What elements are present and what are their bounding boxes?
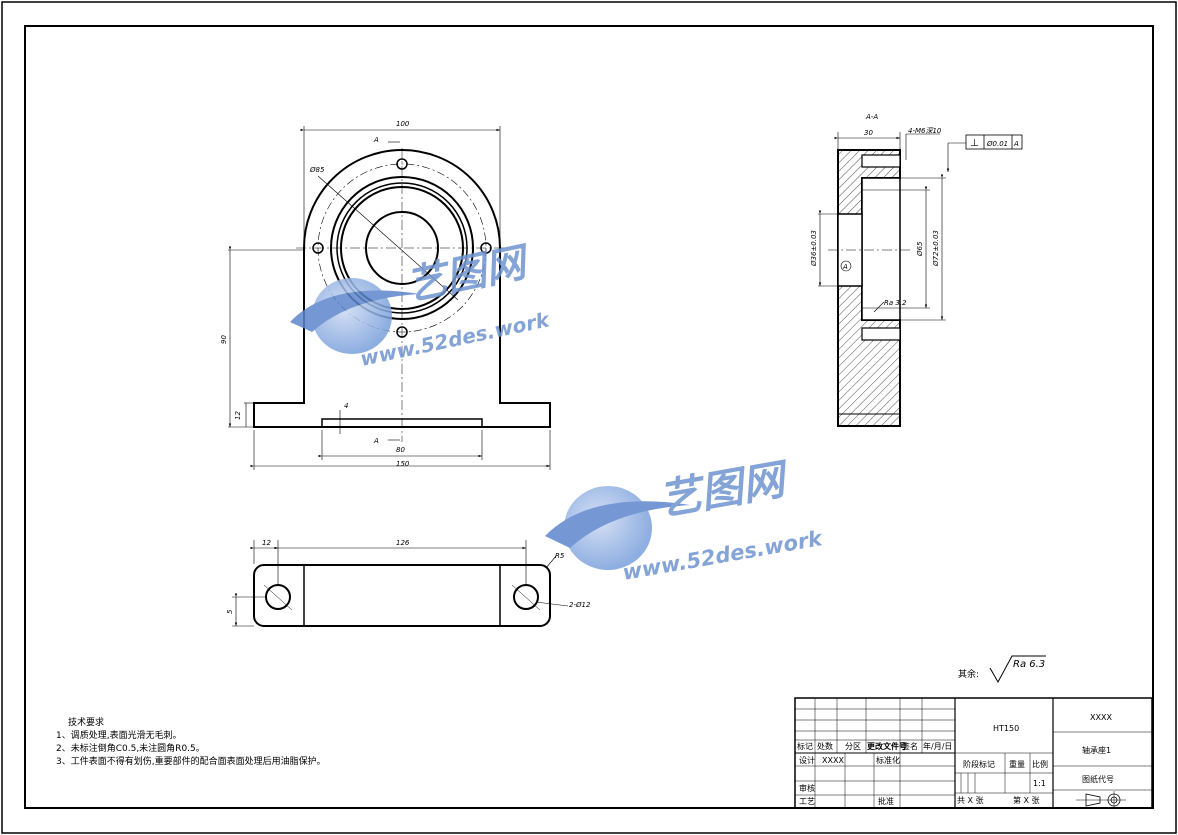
inner-frame bbox=[24, 25, 1154, 809]
dim-slot-width: 80 bbox=[396, 446, 405, 454]
gdt-frame bbox=[965, 134, 1023, 150]
dim-thread: 4-M6深10 bbox=[908, 127, 942, 135]
front-view-dims bbox=[228, 126, 551, 470]
top-view-dims bbox=[232, 540, 527, 627]
watermark-2: 艺图网 www.52des.work bbox=[545, 454, 826, 585]
mount-hole-right bbox=[513, 584, 539, 610]
diameter-leader bbox=[317, 175, 459, 301]
section-title: A-A bbox=[865, 113, 878, 121]
tb-scale: 比例 bbox=[1032, 759, 1048, 769]
tb-header-zone: 分区 bbox=[845, 742, 861, 751]
tb-material: HT150 bbox=[993, 724, 1019, 733]
dim-base-thickness: 12 bbox=[234, 411, 242, 420]
tb-sheets-total: 共 X 张 bbox=[957, 796, 984, 805]
tech-req-item-1: 1、调质处理,表面光滑无毛刺。 bbox=[56, 729, 182, 741]
section-mark-top: A bbox=[373, 136, 379, 144]
mount-hole-left bbox=[265, 584, 291, 610]
thread-hole-top bbox=[861, 154, 901, 168]
tb-header-count: 处数 bbox=[817, 741, 833, 751]
dim-section-width: 30 bbox=[864, 129, 873, 137]
dim-d-small: Ø36±0.03 bbox=[810, 230, 818, 267]
watermark-1: 艺图网 www.52des.work bbox=[290, 239, 553, 371]
top-view-outline bbox=[253, 564, 551, 627]
dim-spacing: 126 bbox=[396, 539, 410, 547]
tb-design: 设计 bbox=[799, 755, 815, 765]
tech-req-title: 技术要求 bbox=[68, 716, 104, 728]
gdt-tolerance: Ø0.01 bbox=[986, 140, 1008, 148]
tb-standardize: 标准化 bbox=[876, 755, 900, 765]
dim-bolt-circle: Ø85 bbox=[309, 166, 325, 174]
tb-header-mark: 标记 bbox=[797, 741, 813, 751]
section-view bbox=[828, 149, 912, 427]
section-bore bbox=[861, 177, 901, 321]
tb-header-sign: 签名 bbox=[902, 741, 918, 751]
title-block-grid bbox=[794, 697, 1153, 809]
tb-stage: 阶段标记 bbox=[963, 759, 995, 769]
surface-finish-value: Ra 6.3 bbox=[1013, 659, 1045, 670]
dim-base-width: 150 bbox=[396, 460, 410, 468]
tb-designer: XXXX bbox=[822, 756, 844, 765]
tb-approve: 批准 bbox=[878, 796, 894, 806]
surface-finish-prefix: 其余: bbox=[958, 668, 979, 680]
gdt-datum: A bbox=[1013, 140, 1019, 148]
dim-holes: 2-Ø12 bbox=[569, 601, 591, 609]
dim-d-large: Ø72±0.03 bbox=[932, 230, 940, 267]
thread-hole-bottom bbox=[861, 327, 901, 341]
top-view bbox=[253, 555, 569, 627]
tb-process: 工艺 bbox=[799, 797, 815, 806]
tech-req-item-2: 2、未标注倒角C0.5,未注圆角R0.5。 bbox=[56, 742, 205, 754]
tb-sheet-no: 第 X 张 bbox=[1013, 795, 1040, 805]
dim-radius: R5 bbox=[555, 552, 565, 560]
projection-symbol-icon bbox=[1076, 791, 1126, 809]
roughness-label: Ra 3.2 bbox=[884, 299, 907, 307]
section-mark-bottom: A bbox=[373, 437, 379, 445]
dim-d-mid: Ø65 bbox=[916, 241, 924, 257]
tb-drawing-no-label: 图纸代号 bbox=[1082, 774, 1114, 784]
tb-review: 审核 bbox=[799, 783, 815, 793]
tb-header-change-doc: 更改文件号 bbox=[867, 741, 907, 751]
watermark-url-2: www.52des.work bbox=[621, 526, 826, 585]
tb-scale-value: 1:1 bbox=[1033, 779, 1046, 788]
dim-edge: 12 bbox=[262, 539, 271, 547]
dim-height: 90 bbox=[220, 335, 228, 344]
tb-part-name: 轴承座1 bbox=[1082, 745, 1111, 755]
dim-thickness: 5 bbox=[226, 609, 234, 614]
tech-req-item-3: 3、工件表面不得有划伤,重要部件的配合面表面处理后用油脂保护。 bbox=[56, 755, 326, 767]
dim-width-top: 100 bbox=[396, 120, 410, 128]
gdt-symbol: ⊥ bbox=[970, 138, 979, 149]
surface-finish-symbol bbox=[989, 655, 1046, 684]
tb-header-date: 年/月/日 bbox=[923, 741, 952, 751]
watermark-name-2: 艺图网 bbox=[655, 454, 794, 525]
datum-label: A bbox=[842, 263, 848, 271]
dim-slot-depth: 4 bbox=[344, 402, 348, 410]
tb-weight: 重量 bbox=[1009, 759, 1025, 769]
tb-company: XXXX bbox=[1090, 713, 1112, 722]
